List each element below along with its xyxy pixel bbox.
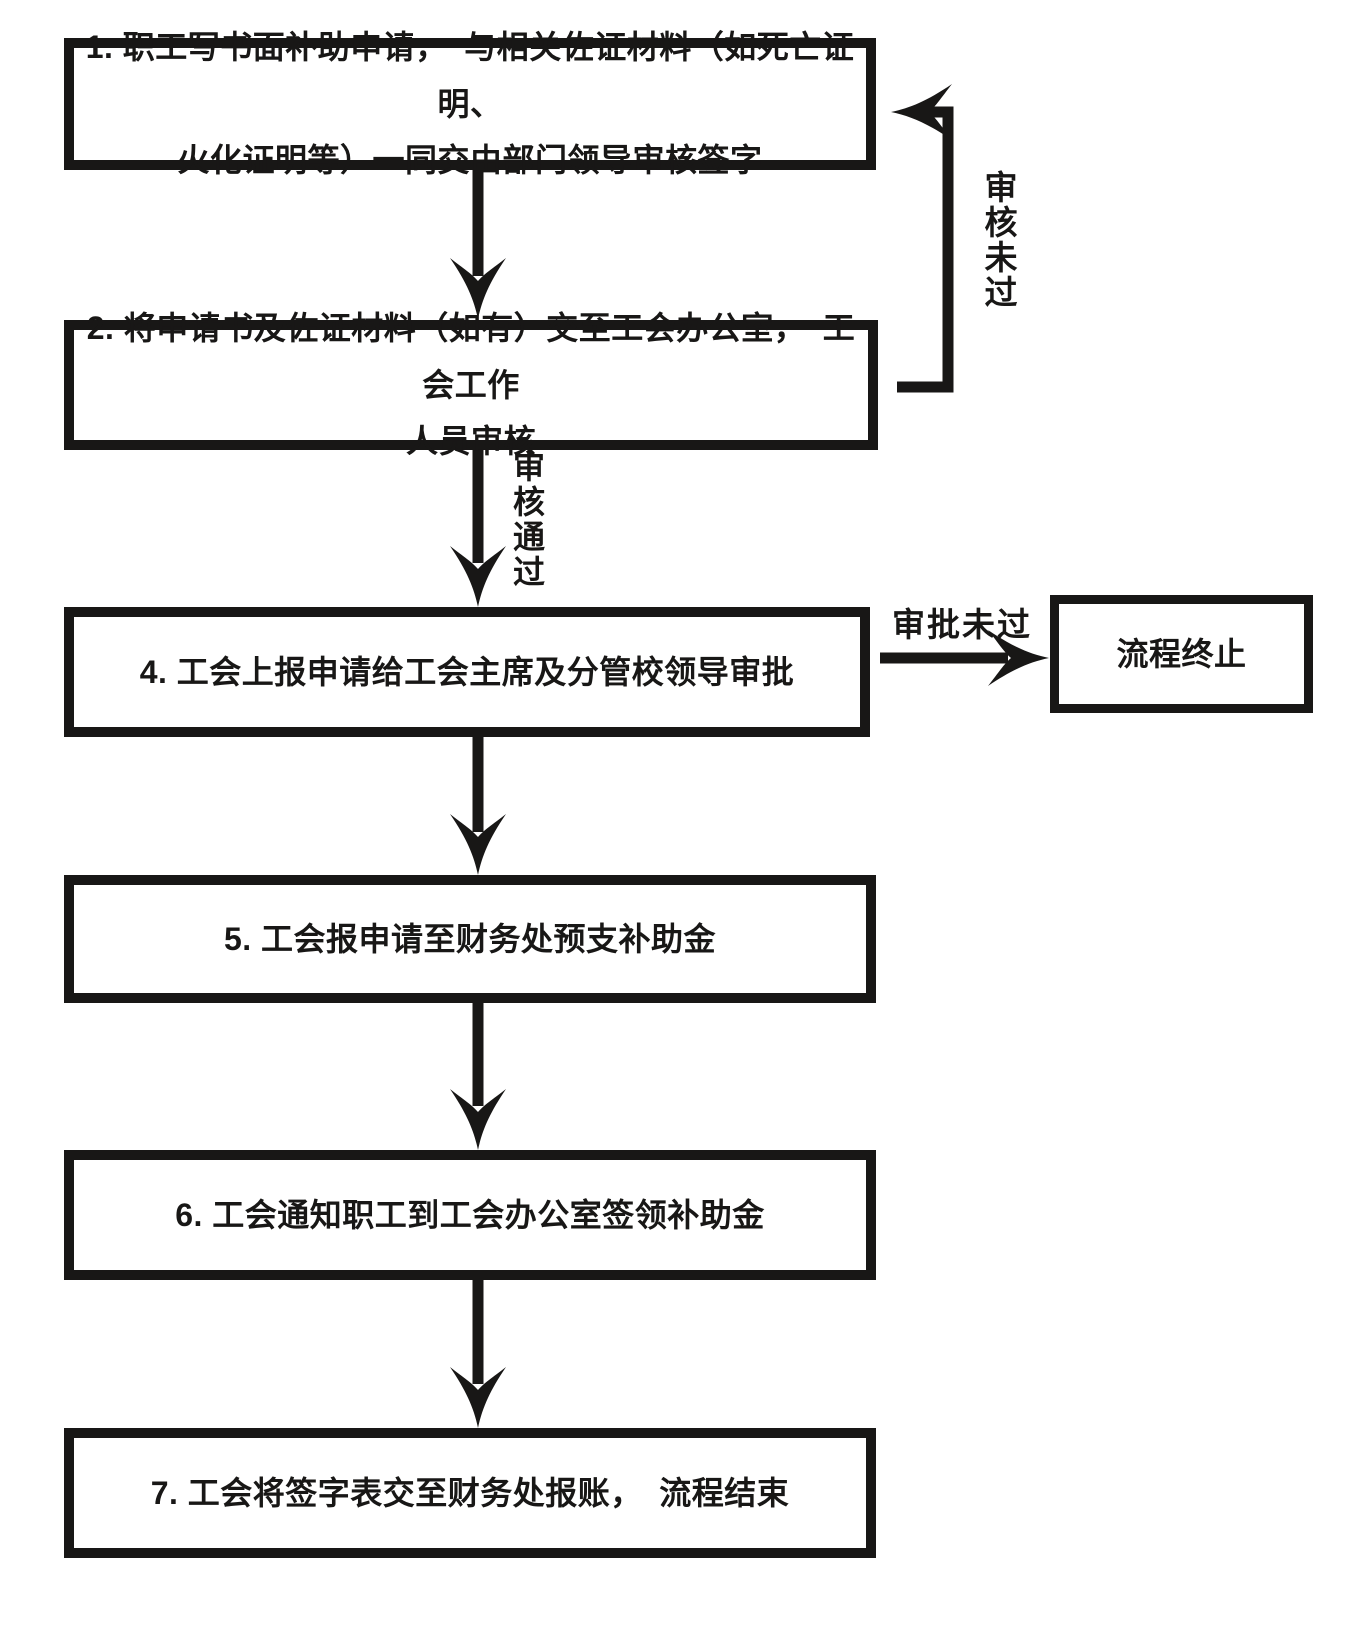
- process-box-step1: 1. 职工写书面补助申请， 与相关佐证材料（如死亡证明、 火化证明等）一同交由部…: [64, 29, 876, 178]
- arrow-review-failed-loop: [897, 106, 954, 393]
- step2-text-line1: 2. 将申请书及佐证材料（如有）交至工会办公室， 工会工作: [86, 309, 856, 403]
- step4-text: 4. 工会上报申请给工会主席及分管校领导审批: [139, 653, 795, 690]
- step6-text: 6. 工会通知职工到工会办公室签领补助金: [175, 1196, 765, 1233]
- step5-text: 5. 工会报申请至财务处预支补助金: [223, 920, 717, 957]
- label-approval-failed: 审批未过: [892, 606, 1032, 643]
- label-review-failed: 审核未过: [980, 170, 1017, 310]
- terminate-box: 流程终止: [1050, 595, 1313, 713]
- process-box-step2: 2. 将申请书及佐证材料（如有）交至工会办公室， 工会工作 人员审核: [64, 310, 878, 459]
- process-box-step4: 4. 工会上报申请给工会主席及分管校领导审批: [64, 607, 870, 737]
- step7-text: 7. 工会将签字表交至财务处报账， 流程结束: [150, 1474, 790, 1511]
- terminate-text: 流程终止: [1116, 635, 1247, 672]
- process-box-step6: 6. 工会通知职工到工会办公室签领补助金: [64, 1150, 876, 1280]
- process-box-step7: 7. 工会将签字表交至财务处报账， 流程结束: [64, 1428, 876, 1558]
- step1-text-line1: 1. 职工写书面补助申请， 与相关佐证材料（如死亡证明、: [85, 28, 855, 122]
- label-review-passed: 审核通过: [509, 450, 545, 590]
- process-box-step5: 5. 工会报申请至财务处预支补助金: [64, 875, 876, 1003]
- step2-text-line2: 人员审核: [405, 423, 536, 460]
- step1-text-line2: 火化证明等）一同交由部门领导审核签字: [177, 142, 763, 179]
